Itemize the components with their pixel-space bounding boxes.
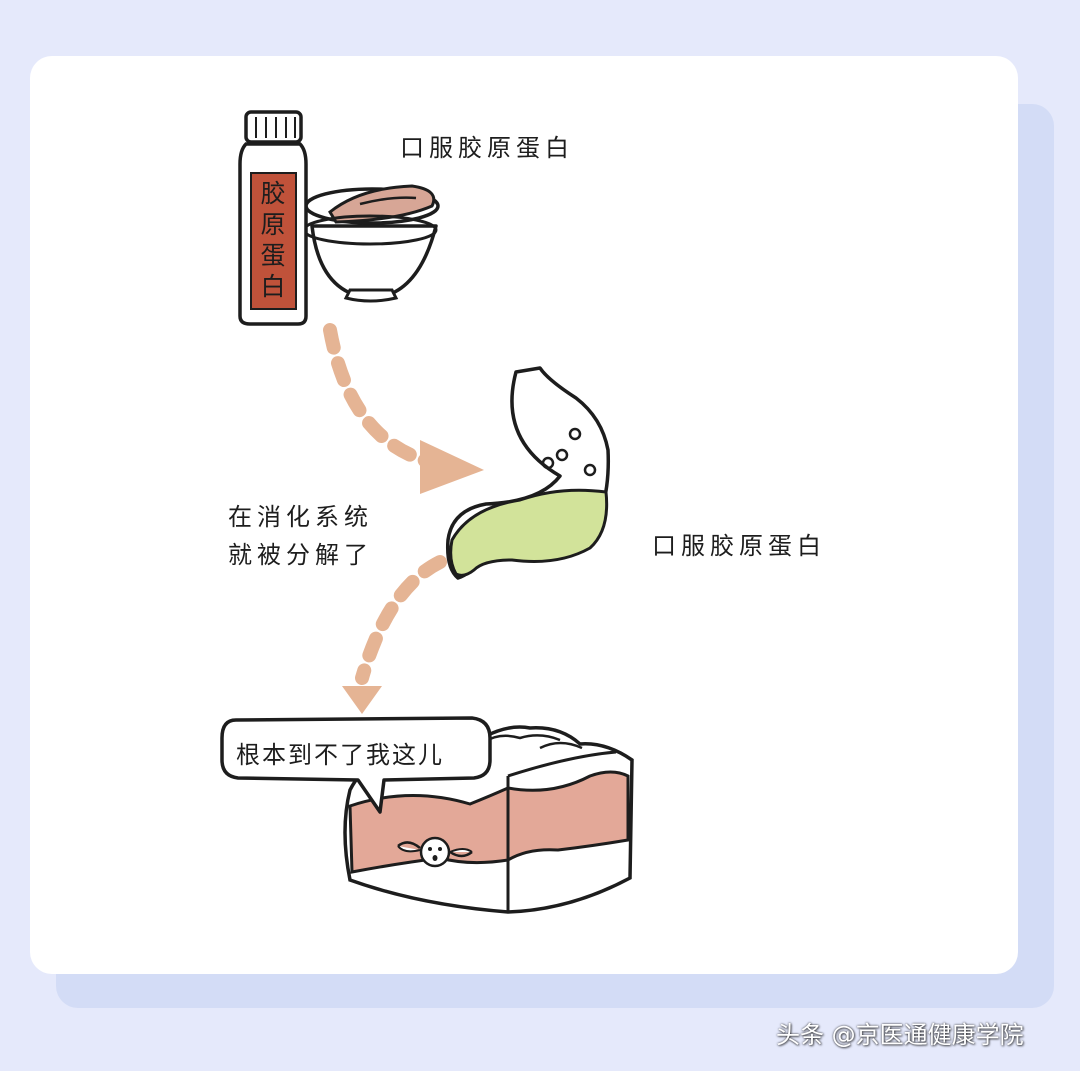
speech-bubble-icon bbox=[220, 716, 492, 814]
bottle-label-text: 胶原蛋白 bbox=[260, 179, 286, 301]
bowl-icon bbox=[302, 184, 440, 303]
watermark: 头条 @京医通健康学院 bbox=[776, 1021, 1024, 1049]
stomach-icon bbox=[445, 366, 611, 580]
label-digested-line1: 在消化系统 bbox=[228, 503, 373, 531]
speech-bubble-text: 根本到不了我这儿 bbox=[236, 741, 444, 769]
label-digested: 在消化系统 就被分解了 bbox=[228, 498, 373, 574]
label-oral-collagen-top: 口服胶原蛋白 bbox=[400, 134, 574, 162]
label-digested-line2: 就被分解了 bbox=[228, 541, 373, 569]
dashed-arrow-icon bbox=[342, 555, 447, 714]
collagen-bottle-icon bbox=[238, 110, 308, 326]
label-oral-collagen-mid: 口服胶原蛋白 bbox=[652, 532, 826, 560]
dashed-arrow-icon bbox=[323, 323, 484, 494]
